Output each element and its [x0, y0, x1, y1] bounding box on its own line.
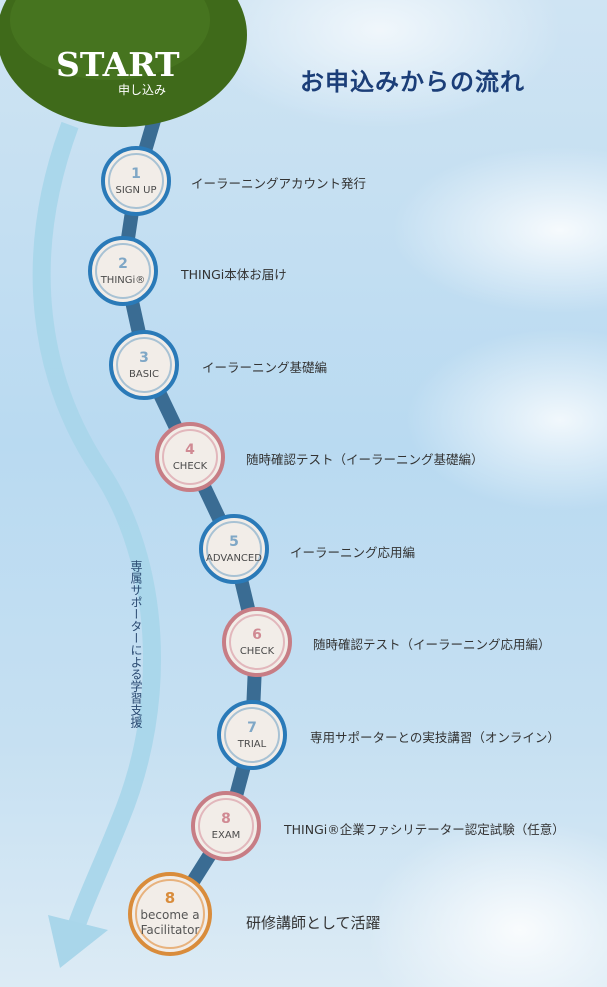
step-number: 7 [247, 720, 257, 736]
step-5-circle: 5 ADVANCED [199, 514, 269, 584]
step-3-description: イーラーニング基礎編 [202, 357, 327, 376]
support-arrow-head [48, 915, 108, 968]
step-5-description: イーラーニング応用編 [290, 542, 415, 561]
step-8-description: THINGi®企業ファシリテーター認定試験（任意） [284, 819, 565, 838]
step-3-circle: 3 BASIC [109, 330, 179, 400]
step-8-circle: 8 EXAM [191, 791, 261, 861]
step-number: 3 [139, 350, 149, 366]
start-sublabel: 申し込み [118, 81, 166, 98]
step-6-description: 随時確認テスト（イーラーニング応用編） [313, 634, 551, 653]
step-label-line1: become a [140, 908, 199, 923]
final-step-circle: 8 become a Facilitator [128, 872, 212, 956]
step-number: 4 [185, 442, 195, 458]
page-title: お申込みからの流れ [300, 62, 525, 97]
step-number: 1 [131, 166, 141, 182]
step-6-circle: 6 CHECK [222, 607, 292, 677]
step-4-circle: 4 CHECK [155, 422, 225, 492]
step-2-description: THINGi本体お届け [181, 264, 287, 283]
side-note: 専属サポーターによる学習支援 [128, 560, 145, 728]
step-label: BASIC [129, 368, 159, 381]
step-label: CHECK [240, 645, 274, 658]
step-number: 2 [118, 256, 128, 272]
step-label: SIGN UP [115, 184, 156, 197]
step-label: CHECK [173, 460, 207, 473]
step-label: EXAM [212, 829, 241, 842]
step-1-circle: 1 SIGN UP [101, 146, 171, 216]
step-7-description: 専用サポーターとの実技講習（オンライン） [310, 727, 560, 746]
step-label-line2: Facilitator [141, 923, 200, 938]
step-1-description: イーラーニングアカウント発行 [191, 173, 366, 192]
step-7-circle: 7 TRIAL [217, 700, 287, 770]
step-number: 6 [252, 627, 262, 643]
step-2-circle: 2 THINGi® [88, 236, 158, 306]
step-label: ADVANCED [206, 552, 262, 565]
step-number: 8 [221, 811, 231, 827]
step-4-description: 随時確認テスト（イーラーニング基礎編） [246, 449, 484, 468]
step-label: TRIAL [238, 738, 266, 751]
step-number: 8 [165, 890, 175, 906]
final-step-description: 研修講師として活躍 [246, 912, 381, 933]
step-number: 5 [229, 534, 239, 550]
start-label: START [56, 45, 180, 84]
step-label: THINGi® [101, 274, 146, 287]
